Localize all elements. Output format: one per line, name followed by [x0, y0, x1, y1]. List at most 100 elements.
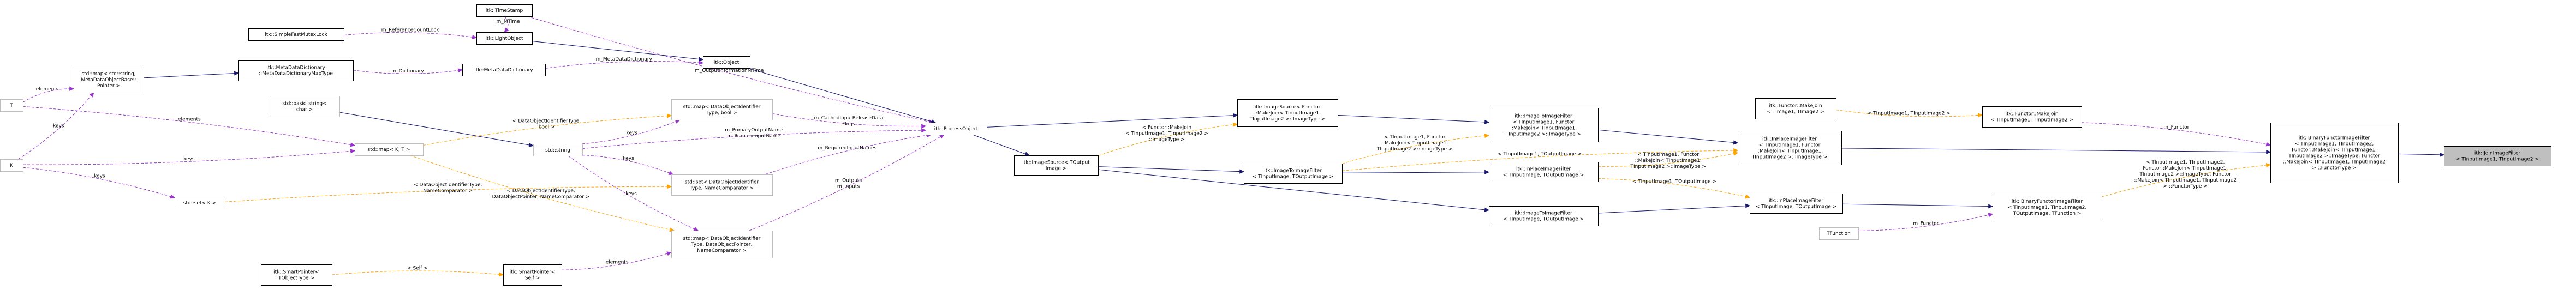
class-name-line: ::MakeJoin< TInputImage1,	[1756, 149, 1823, 154]
class-name-line: std::map< std::string,	[81, 71, 135, 77]
class-name-line: Functor::MakeJoin< TInputImage1,	[2292, 148, 2377, 153]
class-node-meta-data-dictionary-map[interactable]: itk::MetaDataDictionary::MetaDataDiction…	[238, 60, 354, 81]
class-name-line: std::string	[545, 148, 570, 153]
class-node-basic-string[interactable]: std::basic_string<char >	[270, 96, 340, 117]
class-node-smart-ptr-t[interactable]: itk::SmartPointer<TObjectType >	[261, 264, 332, 286]
edge-usage: keys	[582, 155, 674, 175]
class-box	[671, 99, 773, 120]
class-node-object[interactable]: itk::Object	[703, 56, 750, 69]
class-name-line: itk::ProcessObject	[934, 126, 979, 132]
class-node-image-to-image-filter[interactable]: itk::ImageToImageFilter< TInputImage, TO…	[1489, 206, 1599, 226]
edge-label: keys	[183, 156, 195, 162]
edge-label: < Self >	[407, 266, 428, 271]
class-node-in-place-functor[interactable]: itk::InPlaceImageFilter< TInputImage1, F…	[1738, 131, 1842, 165]
class-name-line: itk::ImageSource< TOutput	[1022, 160, 1090, 166]
class-name-line: itk::TimeStamp	[486, 8, 523, 14]
arrowhead	[504, 27, 509, 33]
class-box	[1755, 98, 1836, 119]
class-box	[175, 197, 225, 209]
class-node-image-source[interactable]: itk::ImageSource< TOutputImage >	[1014, 155, 1099, 176]
class-name-line: TInputImage2 >::ImageType >	[1751, 155, 1827, 160]
edge-inheritance	[1337, 114, 1490, 124]
edge-usage: keys	[18, 92, 94, 160]
class-box	[476, 32, 533, 45]
edge-label: ::MakeJoin< TInputImage1,	[1635, 158, 1702, 164]
class-node-simple-fast-mutex-lock[interactable]: itk::SimpleFastMutexLock	[248, 28, 344, 41]
class-node-meta-data-dictionary[interactable]: itk::MetaDataDictionary	[462, 64, 546, 76]
nodes-layer: itk::TimeStampitk::SimpleFastMutexLockit…	[0, 4, 2551, 286]
class-node-time-stamp[interactable]: itk::TimeStamp	[476, 4, 533, 17]
class-node-set-k[interactable]: std::set< K >	[175, 197, 225, 209]
edge-label: m_PrimaryInputName	[727, 134, 780, 139]
class-node-set-doi[interactable]: std::set< DataObjectIdentifierType, Name…	[671, 174, 773, 196]
class-node-functor-make-join-t[interactable]: itk::Functor::MakeJoin< TImage1, TImage2…	[1755, 98, 1836, 119]
edge-usage: m_MetaDataDictionary	[545, 57, 704, 69]
edge-line	[765, 134, 932, 175]
class-name-line: itk::ImageSource< Functor	[1255, 105, 1321, 110]
arrowhead	[472, 35, 478, 40]
class-box	[1237, 99, 1338, 127]
class-node-tfunction[interactable]: TFunction	[1819, 227, 1859, 240]
edge-usage: m_MTime	[496, 16, 520, 33]
class-node-in-place-filter[interactable]: itk::InPlaceImageFilter< TInputImage, TO…	[1750, 194, 1843, 214]
edge-line	[1597, 178, 1750, 198]
edge-line	[1098, 169, 1489, 211]
edge-inheritance	[339, 112, 534, 147]
edge-label: TInputImage2 >::ImageType, Functor	[2139, 172, 2231, 177]
arrowhead	[1745, 194, 1751, 199]
class-name-line: itk::Functor::MakeJoin	[2005, 112, 2058, 117]
arrowhead	[1233, 113, 1238, 118]
edge-line	[353, 69, 463, 74]
edge-line	[561, 252, 672, 270]
edge-inheritance	[1597, 203, 1751, 214]
class-node-in-place-ti[interactable]: itk::InPlaceImageFilter< TInputImage, TO…	[1489, 162, 1599, 182]
edge-label: ::ImageType >	[1149, 137, 1184, 142]
class-node-map-kt[interactable]: std::map< K, T >	[355, 143, 424, 156]
class-name-line: std::map< DataObjectIdentifier	[683, 236, 761, 241]
class-node-map-doiptr[interactable]: std::map< DataObjectIdentifierType, Data…	[671, 231, 773, 258]
class-node-map-dict[interactable]: std::map< std::string,MetaDataObjectBase…	[74, 67, 144, 93]
class-node-binary-functor-join[interactable]: itk::BinaryFunctorImageFilter< TInputIma…	[2270, 123, 2399, 183]
arrowhead	[350, 149, 356, 154]
class-name-line: itk::MetaDataDictionary	[266, 65, 325, 71]
class-node-t[interactable]: T	[0, 99, 23, 112]
edge-line	[747, 68, 936, 123]
class-name-line: NameComparator >	[697, 248, 747, 253]
class-node-functor-make-join-i[interactable]: itk::Functor::MakeJoin< TInputImage1, TI…	[1982, 106, 2082, 128]
class-box	[238, 60, 354, 81]
class-name-line: TInputImage2 >::ImageType >	[1505, 132, 1581, 137]
edge-label: m_Functor	[1913, 221, 1939, 226]
class-name-line: ::MetaDataDictionaryMapType	[259, 71, 333, 77]
edges-layer: m_MTimem_OutputInformationMTimem_Referen…	[18, 16, 2445, 277]
class-box	[0, 99, 23, 112]
class-node-image-to-image-functor[interactable]: itk::ImageToImageFilter< TInputImage1, F…	[1489, 108, 1599, 142]
edge-line	[22, 150, 355, 165]
class-node-std-string[interactable]: std::string	[533, 144, 583, 156]
class-box	[1489, 108, 1599, 142]
class-node-process-object[interactable]: itk::ProcessObject	[926, 123, 987, 135]
edge-label: keys	[53, 124, 64, 129]
class-node-k[interactable]: K	[0, 159, 23, 172]
edge-label: elements	[606, 260, 629, 265]
arrowhead	[666, 113, 672, 118]
class-node-image-to-image-filter-to[interactable]: itk::ImageToImageFilter< TInputImage, TO…	[1244, 164, 1343, 184]
class-name-line: < TInputImage1, Functor	[1759, 143, 1821, 148]
class-box	[671, 174, 773, 196]
class-node-smart-ptr-self[interactable]: itk::SmartPointer<Self >	[503, 264, 562, 286]
class-node-image-source-functor[interactable]: itk::ImageSource< Functor::MakeJoin< TIn…	[1237, 99, 1338, 127]
edge-label: < TInputImage1, TInputImage2,	[2146, 160, 2225, 165]
edge-label: Flags	[842, 122, 855, 127]
class-name-line: itk::InPlaceImageFilter	[1769, 198, 1823, 204]
class-node-join-image-filter[interactable]: itk::JoinImageFilter< TInputImage1, TInp…	[2444, 146, 2551, 166]
arrowhead	[1733, 140, 1739, 145]
class-node-map-doibool[interactable]: std::map< DataObjectIdentifierType, bool…	[671, 99, 773, 120]
edge-label: NameComparator >	[423, 188, 473, 194]
class-node-binary-functor-tf[interactable]: itk::BinaryFunctorImageFilter< TInputIma…	[1993, 194, 2102, 221]
class-node-light-object[interactable]: itk::LightObject	[476, 32, 533, 45]
class-name-line: < TInputImage1, TInputImage2 >	[2456, 157, 2539, 162]
edge-line	[331, 270, 504, 275]
class-name-line: itk::MetaDataDictionary	[474, 68, 533, 73]
class-box	[1819, 227, 1859, 240]
class-box	[1738, 131, 1842, 165]
class-name-line: itk::SmartPointer<	[273, 270, 319, 275]
